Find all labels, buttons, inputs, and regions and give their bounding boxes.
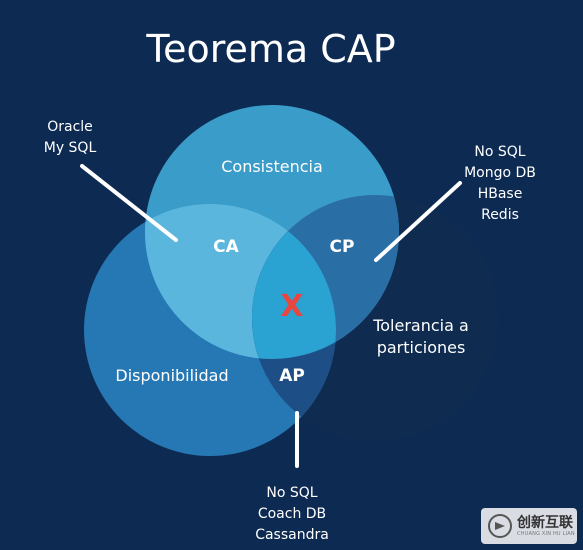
callout-ca-line: My SQL (44, 140, 97, 156)
callout-cp-line: Redis (481, 207, 519, 223)
callout-cp-line: No SQL (474, 144, 525, 160)
watermark-subtext: CHUANG XIN HU LIAN (517, 530, 575, 537)
label-partition-line: particiones (377, 338, 466, 357)
label-consistency: Consistencia (221, 157, 323, 176)
label-cp: CP (330, 237, 355, 257)
callout-ap-line: Cassandra (255, 527, 329, 543)
label-partition-tolerance: Tolerancia a particiones (372, 316, 469, 357)
label-availability: Disponibilidad (115, 366, 228, 385)
page-title: Teorema CAP (145, 27, 395, 71)
label-ap: AP (279, 366, 305, 386)
connector-cp (374, 181, 462, 262)
label-ca: CA (213, 237, 239, 257)
callout-ap-databases: No SQL Coach DB Cassandra (255, 485, 329, 543)
callout-ca-line: Oracle (47, 119, 93, 135)
watermark: 创新互联 CHUANG XIN HU LIAN (481, 508, 577, 544)
callout-ap-line: No SQL (266, 485, 317, 501)
callout-ap-line: Coach DB (258, 506, 326, 522)
watermark-logo-icon (488, 514, 512, 538)
watermark-text: 创新互联 (517, 514, 573, 531)
label-partition-line: Tolerancia a (372, 316, 469, 335)
callout-ca-databases: Oracle My SQL (44, 119, 97, 156)
label-center-x: X (280, 289, 303, 324)
callout-cp-line: HBase (478, 186, 523, 202)
connector-ca (80, 164, 178, 242)
callout-cp-line: Mongo DB (464, 165, 536, 181)
